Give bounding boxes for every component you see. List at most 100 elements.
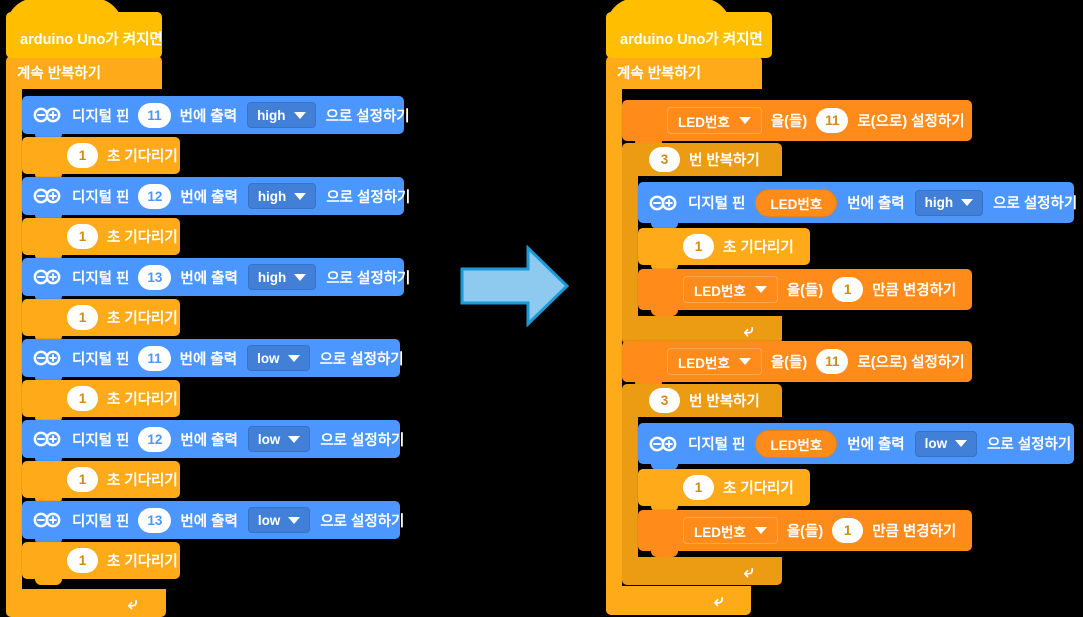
pin-value-dropdown[interactable]: low [247,426,311,452]
left-hat-block[interactable]: arduino Uno가 켜지면 [6,0,163,58]
arduino-logo-icon [649,435,677,453]
pin-value-dropdown[interactable]: high [247,264,317,290]
change-by-label: 만큼 변경하기 [872,283,957,299]
set-to-label: 으로 설정하기 [993,196,1078,212]
pin-number-field[interactable]: 11 [138,102,171,128]
variable-name-label: LED번호 [694,524,746,540]
pin-value-dropdown[interactable]: high [914,189,984,216]
pin-out-label: 번에 출력 [180,270,238,287]
wait-seconds-field[interactable]: 1 [67,143,98,168]
pin-out-label: 번에 출력 [180,189,238,206]
pin-number-field[interactable]: 12 [138,183,172,209]
repeat-arm [622,176,638,316]
variable-dropdown[interactable]: LED번호 [683,276,778,303]
pin-out-label: 번에 출력 [179,351,238,368]
wait-seconds-field[interactable]: 1 [67,467,98,492]
wait-block[interactable]: 1 초 기다리기 [638,469,810,512]
digital-pin-label: 디지털 핀 [688,196,746,212]
variable-value-field[interactable]: 11 [816,108,849,133]
set-variable-block[interactable]: LED번호 을(들) 11 로(으로) 설정하기 [622,341,972,388]
digital-write-block[interactable]: 디지털 핀 12 번에 출력 low 으로 설정하기 [22,420,404,464]
wait-seconds-field[interactable]: 1 [683,475,714,500]
wait-seconds-field[interactable]: 1 [67,386,98,411]
variable-reporter[interactable]: LED번호 [755,188,838,217]
pin-value-dropdown[interactable]: high [247,183,317,209]
variable-dropdown[interactable]: LED번호 [667,348,762,375]
wait-seconds-field[interactable]: 1 [67,305,98,330]
wait-label: 초 기다리기 [107,149,178,165]
chevron-down-icon [754,527,767,534]
loop-arrow-icon: ⤷ [744,561,754,581]
variable-reporter[interactable]: LED번호 [755,429,838,458]
wait-block[interactable]: 1 초 기다리기 [22,137,180,180]
digital-write-block[interactable]: 디지털 핀 13 번에 출력 low 으로 설정하기 [22,501,404,545]
block-tab [651,464,678,470]
digital-pin-label: 디지털 핀 [688,437,746,453]
pin-number-field[interactable]: 13 [138,264,172,290]
set-to-label: 으로 설정하기 [320,513,405,530]
right-arrow-icon [460,245,570,327]
pin-value-dropdown[interactable]: low [247,507,311,533]
block-tab [651,223,678,229]
variable-delta-field[interactable]: 1 [832,518,864,543]
set-to-label: 으로 설정하기 [319,351,404,368]
wait-block[interactable]: 1 초 기다리기 [22,218,180,261]
left-forever-foot: ⤷ [6,589,166,617]
wait-block[interactable]: 1 초 기다리기 [22,299,180,342]
wait-seconds-field[interactable]: 1 [67,548,98,573]
pin-value-dropdown[interactable]: high [247,102,316,128]
wait-seconds-field[interactable]: 1 [683,234,714,259]
left-forever-arm [6,89,22,589]
digital-write-var-block[interactable]: 디지털 핀 LED번호 번에 출력 high 으로 설정하기 [638,182,1077,229]
digital-write-var-block[interactable]: 디지털 핀 LED번호 번에 출력 low 으로 설정하기 [638,423,1074,470]
loop-arrow-icon: ⤷ [744,320,754,340]
digital-write-block[interactable]: 디지털 핀 11 번에 출력 low 으로 설정하기 [22,339,404,383]
hat-label: arduino Uno가 켜지면 [20,32,163,48]
arduino-logo-icon [33,349,61,367]
wait-block[interactable]: 1 초 기다리기 [22,461,180,504]
hat-dome [606,0,731,28]
set-to-label: 으로 설정하기 [320,432,405,449]
variable-dropdown[interactable]: LED번호 [683,517,778,544]
pin-value-label: high [924,195,954,210]
wait-block[interactable]: 1 초 기다리기 [638,228,810,271]
pin-number-field[interactable]: 13 [138,507,172,533]
pin-number-field[interactable]: 12 [138,426,172,452]
pin-out-label: 번에 출력 [180,432,238,449]
hat-label: arduino Uno가 켜지면 [620,32,763,48]
wait-seconds-field[interactable]: 1 [67,224,98,249]
set-to-label: 으로 설정하기 [987,437,1072,453]
pin-value-dropdown[interactable]: low [247,345,310,371]
pin-value-label: low [924,436,948,451]
variable-dropdown[interactable]: LED번호 [667,107,762,134]
arduino-logo-icon [649,194,677,212]
variable-delta-field[interactable]: 1 [832,277,864,302]
chevron-down-icon [294,192,307,200]
pin-value-dropdown[interactable]: low [914,430,978,457]
pin-value-label: low [257,350,280,366]
repeat-count-field[interactable]: 3 [649,388,680,413]
change-variable-block[interactable]: LED번호 을(들) 1 만큼 변경하기 [638,269,972,316]
chevron-down-icon [738,358,751,365]
digital-write-block[interactable]: 디지털 핀 11 번에 출력 high 으로 설정하기 [22,96,410,140]
variable-value-field[interactable]: 11 [816,349,849,374]
digital-write-block[interactable]: 디지털 핀 12 번에 출력 high 으로 설정하기 [22,177,410,221]
wait-block[interactable]: 1 초 기다리기 [22,542,180,585]
wait-label: 초 기다리기 [723,240,794,256]
set-variable-block[interactable]: LED번호 을(들) 11 로(으로) 설정하기 [622,100,972,147]
wait-label: 초 기다리기 [107,554,178,570]
pin-out-label: 번에 출력 [847,196,905,212]
right-hat-block[interactable]: arduino Uno가 켜지면 [606,0,772,58]
set-to-label: 으로 설정하기 [326,189,411,206]
change-variable-block[interactable]: LED번호 을(들) 1 만큼 변경하기 [638,510,972,557]
loop-arrow-icon: ⤷ [128,593,138,613]
pin-number-field[interactable]: 11 [138,345,171,371]
repeat-count-field[interactable]: 3 [649,147,680,172]
digital-write-block[interactable]: 디지털 핀 13 번에 출력 high 으로 설정하기 [22,258,410,302]
wait-block[interactable]: 1 초 기다리기 [22,380,180,423]
variable-name-label: LED번호 [694,283,746,299]
wait-label: 초 기다리기 [107,392,178,408]
variable-name-label: LED번호 [678,355,730,371]
set-to-label: 로(으로) 설정하기 [857,114,965,130]
